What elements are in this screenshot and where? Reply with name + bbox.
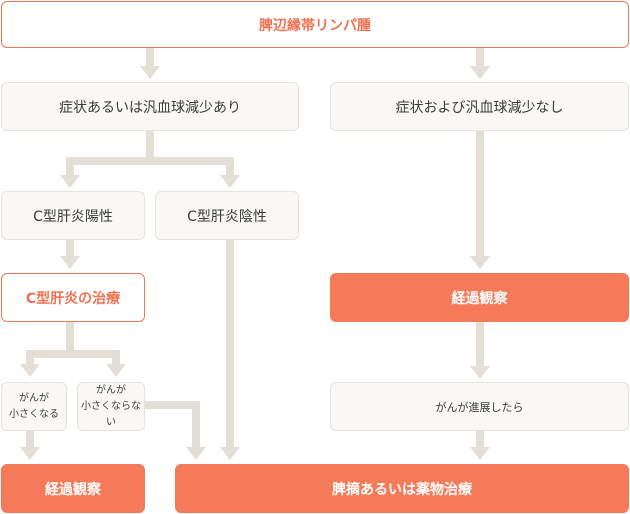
not-shrunk-line1: がんが: [96, 384, 126, 396]
splenectomy-or-drug-label: 脾摘あるいは薬物治療: [332, 481, 472, 498]
shrunk-node: がんが 小さくなる: [1, 382, 67, 431]
asymptomatic-node: 症状および汎血球減少なし: [330, 82, 629, 131]
hcv-treatment-label: C型肝炎の治療: [25, 290, 121, 307]
hcv-negative-node: C型肝炎陰性: [155, 191, 299, 240]
top-node-splenic-marginal-zone-lymphoma: 脾辺縁帯リンパ腫: [1, 1, 629, 48]
progressed-label: がんが進展したら: [435, 400, 524, 414]
symptomatic-node: 症状あるいは汎血球減少あり: [1, 82, 299, 131]
hcv-positive-node: C型肝炎陽性: [1, 191, 145, 240]
symptomatic-label: 症状あるいは汎血球減少あり: [59, 99, 241, 116]
progressed-node: がんが進展したら: [330, 382, 629, 431]
hcv-treatment-node: C型肝炎の治療: [1, 273, 145, 322]
observation-right-label: 経過観察: [451, 290, 508, 307]
shrunk-line1: がんが: [19, 392, 49, 404]
observation-left-label: 経過観察: [45, 481, 101, 498]
asymptomatic-label: 症状および汎血球減少なし: [395, 99, 564, 116]
splenectomy-or-drug-node: 脾摘あるいは薬物治療: [175, 464, 629, 513]
hcv-positive-label: C型肝炎陽性: [33, 208, 113, 225]
not-shrunk-node: がんが 小さくならない: [77, 382, 145, 431]
observation-node-right: 経過観察: [330, 273, 629, 322]
not-shrunk-line2: 小さくならない: [81, 400, 141, 428]
shrunk-line2: 小さくなる: [9, 408, 59, 420]
observation-node-left: 経過観察: [1, 464, 145, 513]
top-node-label: 脾辺縁帯リンパ腫: [259, 17, 371, 34]
hcv-negative-label: C型肝炎陰性: [187, 208, 267, 225]
